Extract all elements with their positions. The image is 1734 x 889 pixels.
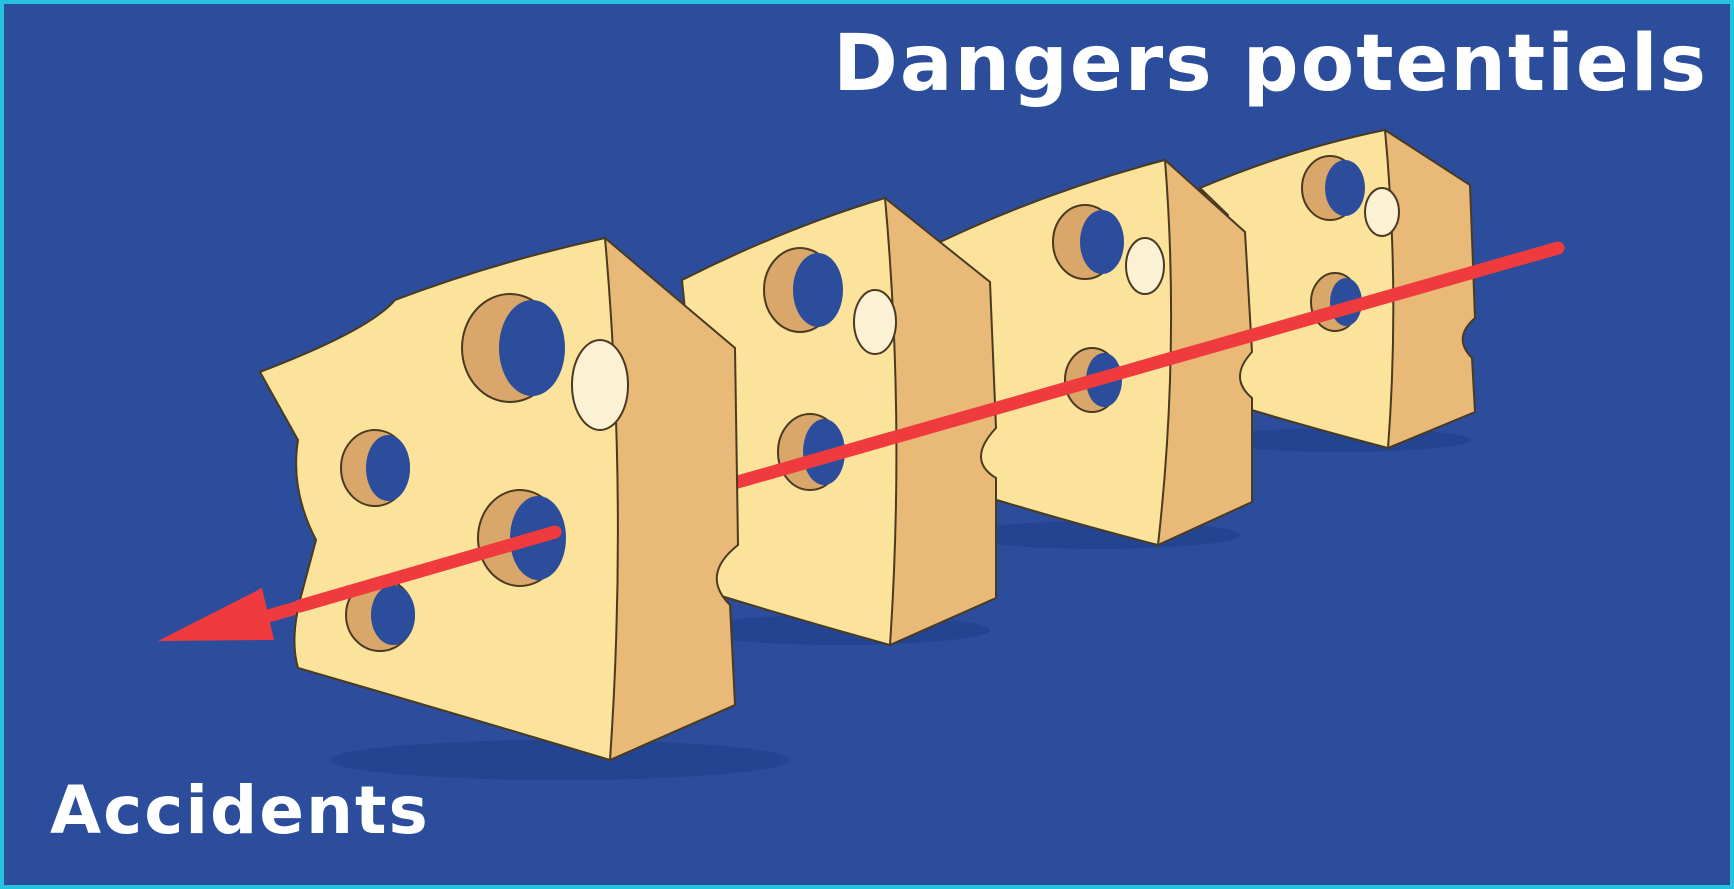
accidents-label: Accidents — [50, 778, 430, 844]
dangers-label: Dangers potentiels — [833, 25, 1708, 103]
